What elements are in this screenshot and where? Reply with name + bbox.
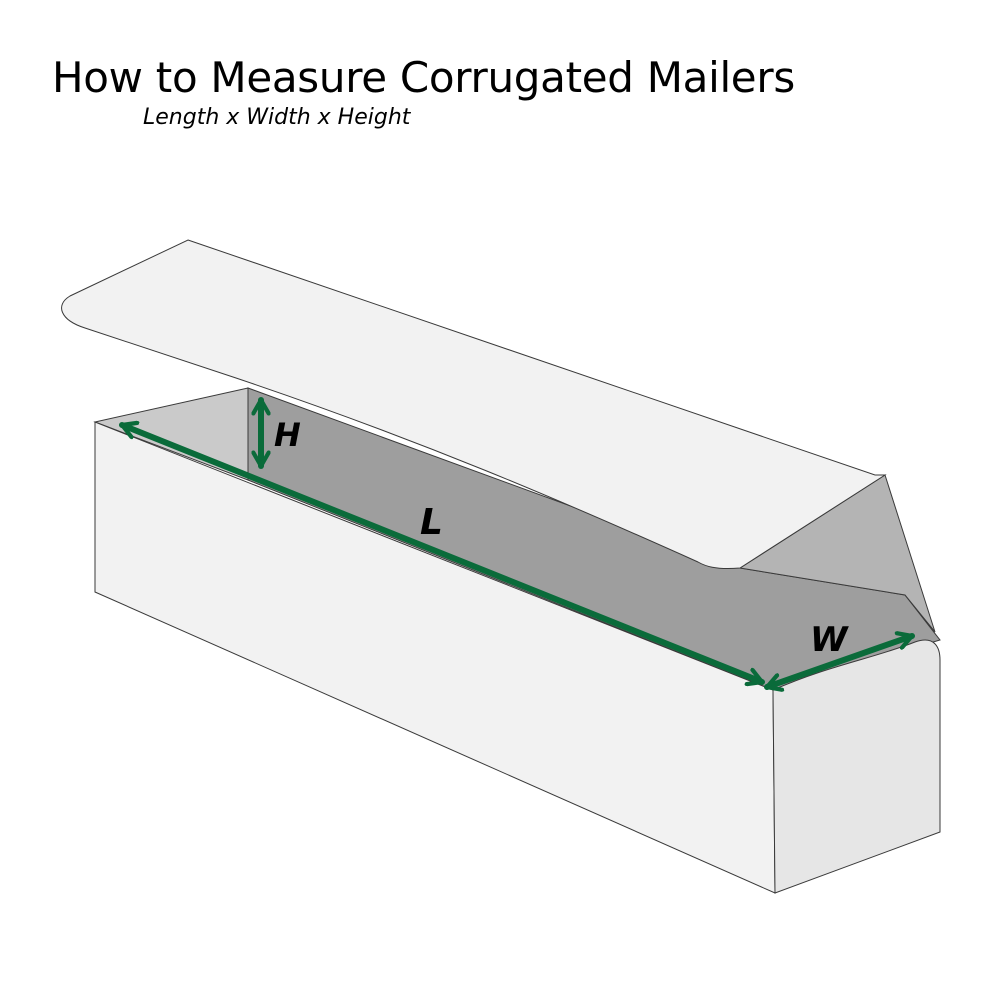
width-arrow — [764, 636, 915, 687]
page-subtitle: Length x Width x Height — [143, 105, 411, 130]
width-label: W — [810, 620, 849, 660]
page-title: How to Measure Corrugated Mailers — [52, 53, 795, 102]
length-arrow — [119, 425, 765, 682]
height-label: H — [274, 416, 301, 454]
length-label: L — [420, 502, 443, 543]
